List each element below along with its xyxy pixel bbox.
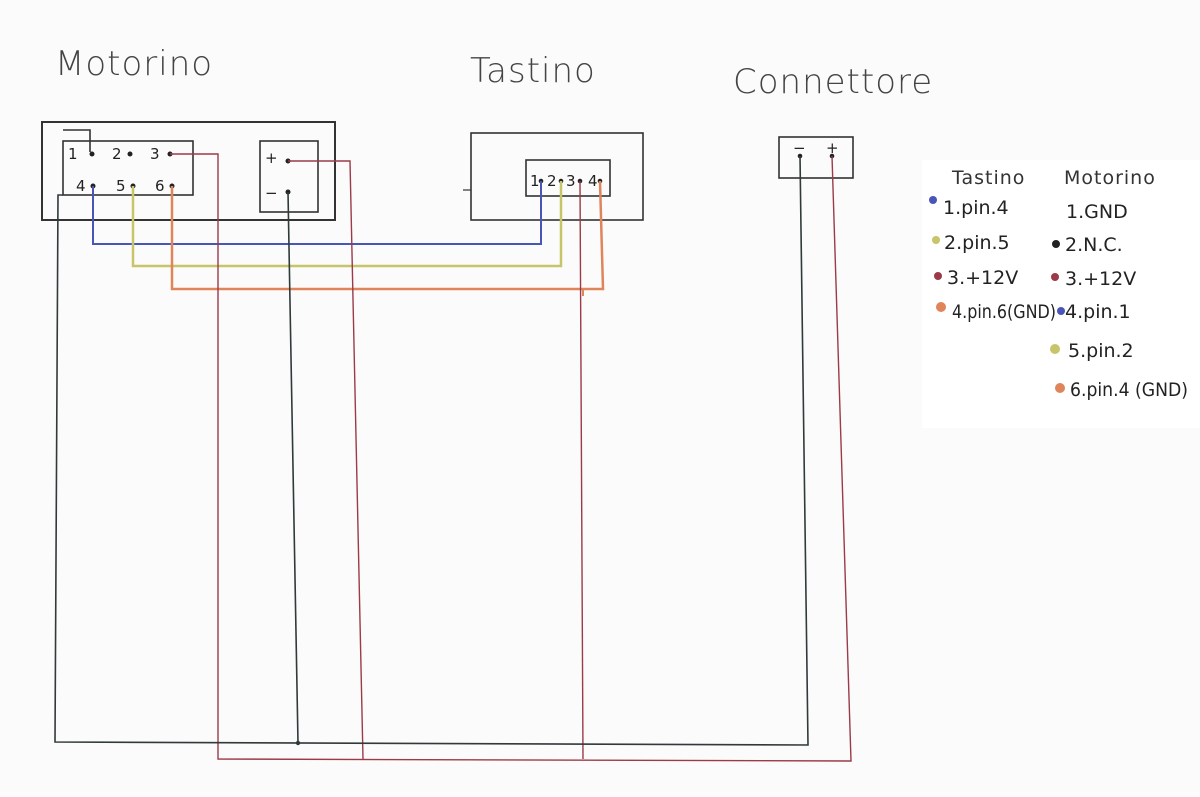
motorino-jumper [63, 129, 91, 152]
wire-orange [170, 180, 605, 291]
legend-motorino-2: 2.N.C. [1065, 234, 1123, 256]
wire-red-motorino-plus [288, 160, 364, 760]
legend-header-tastino: Tastino [951, 167, 1025, 189]
legend-dot-blue [929, 196, 937, 204]
motorino-pin-6-label: 6 [155, 177, 165, 195]
ground-junction [295, 740, 301, 746]
connettore-title: Connettore [733, 62, 933, 102]
connettore-plus-label: + [826, 139, 839, 157]
legend-motorino-4: 4.pin.1 [1065, 301, 1131, 323]
motorino-pin-connector [62, 140, 194, 196]
legend-dot-yellow-2 [1050, 344, 1060, 354]
tastino-pin-3-label: 3 [566, 172, 576, 190]
legend-tastino-4: 4.pin.6(GND) [952, 301, 1056, 323]
motorino-pin-1 [89, 151, 95, 157]
motorino-pin-1-label: 1 [68, 145, 78, 163]
legend-tastino-2: 2.pin.5 [944, 232, 1010, 254]
motorino-minus-label: − [265, 184, 278, 202]
tastino-box [470, 132, 644, 221]
motorino-title: Motorino [55, 44, 213, 84]
legend-dot-orange-2 [1055, 383, 1065, 393]
wire-black-motorino-minus [287, 191, 299, 744]
tastino-pin-1-label: 1 [530, 172, 540, 190]
connettore-box [778, 136, 854, 179]
motorino-pin-3-label: 3 [150, 145, 160, 163]
wire-blue [92, 181, 542, 245]
wire-red-tastino-pin3 [579, 180, 584, 760]
legend-dot-red-2 [1051, 273, 1059, 281]
motorino-plus-label: + [265, 149, 278, 167]
tastino-pin-2-label: 2 [547, 172, 557, 190]
legend-motorino-3: 3.+12V [1065, 268, 1136, 290]
connettore-minus-label: − [793, 139, 806, 157]
legend-header-motorino: Motorino [1064, 167, 1156, 189]
legend-motorino-5: 5.pin.2 [1068, 340, 1134, 362]
motorino-pin-4-label: 4 [76, 177, 86, 195]
legend-dot-orange [936, 302, 946, 312]
motorino-box [41, 121, 336, 221]
motorino-pin-2-label: 2 [112, 145, 122, 163]
tastino-pin-4-label: 4 [588, 172, 598, 190]
motorino-pin-2 [127, 151, 133, 157]
tastino-title: Tastino [470, 51, 596, 91]
wire-red-main [170, 153, 852, 762]
legend-tastino-1: 1.pin.4 [943, 197, 1009, 219]
legend-dot-blue-2 [1057, 307, 1065, 315]
legend-dot-yellow [932, 236, 940, 244]
legend-dot-black [1052, 240, 1060, 248]
legend-motorino-1: 1.GND [1066, 201, 1128, 223]
motorino-pin-5-label: 5 [116, 177, 126, 195]
wire-yellow [131, 181, 563, 268]
motorino-pins: 1 2 3 4 5 6 + − [68, 145, 291, 202]
tastino-pin-connector [525, 159, 611, 197]
legend-dot-red [934, 272, 942, 280]
wire-black-main [54, 155, 809, 746]
legend-motorino-6: 6.pin.4 (GND) [1070, 379, 1188, 401]
legend-tastino-3: 3.+12V [947, 267, 1018, 289]
